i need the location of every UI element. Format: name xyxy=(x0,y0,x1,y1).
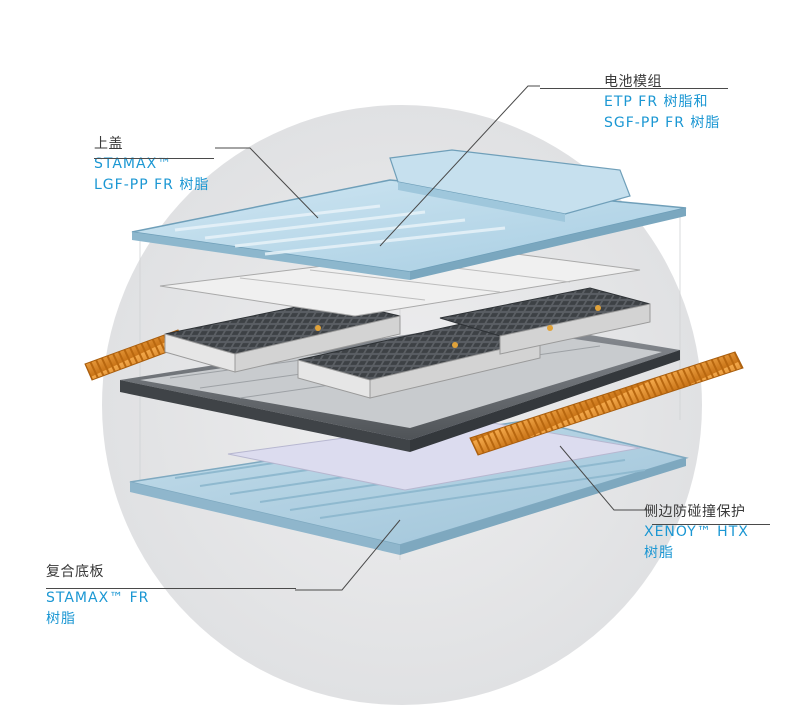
callout-top-cover: 上盖 STAMAX™ LGF-PP FR 树脂 xyxy=(94,134,209,196)
callout-side-impact: 侧边防碰撞保护 XENOY™ HTX 树脂 xyxy=(644,502,749,564)
top-cover-rule xyxy=(94,158,214,159)
bottom-plate-rule xyxy=(46,588,296,589)
bottom-plate-material-line2: 树脂 xyxy=(46,611,76,627)
top-cover xyxy=(131,149,687,280)
side-impact-bars xyxy=(84,329,744,456)
bottom-plate-material-line1: STAMAX™ FR xyxy=(46,590,150,606)
side-impact-material-line2: 树脂 xyxy=(644,545,674,561)
battery-modules xyxy=(164,287,651,399)
top-cover-material-line2: LGF-PP FR 树脂 xyxy=(94,177,210,193)
battery-module-material-line2: SGF-PP FR 树脂 xyxy=(604,115,721,131)
callout-battery-module: 电池模组 ETP FR 树脂和 SGF-PP FR 树脂 xyxy=(604,72,720,134)
side-impact-material-line1: XENOY™ HTX xyxy=(644,524,749,540)
side-impact-title: 侧边防碰撞保护 xyxy=(644,504,746,520)
side-impact-rule xyxy=(652,524,770,525)
battery-module-title: 电池模组 xyxy=(604,74,662,90)
top-cover-title: 上盖 xyxy=(94,136,123,152)
leader-lines xyxy=(215,85,652,591)
top-cover-material-line1: STAMAX™ xyxy=(94,156,173,172)
battery-module-rule xyxy=(540,88,728,89)
battery-module-material-line1: ETP FR 树脂和 xyxy=(604,94,709,110)
bottom-plate-title: 复合底板 xyxy=(46,564,104,580)
callout-bottom-plate: 复合底板 STAMAX™ FR 树脂 xyxy=(46,562,149,630)
